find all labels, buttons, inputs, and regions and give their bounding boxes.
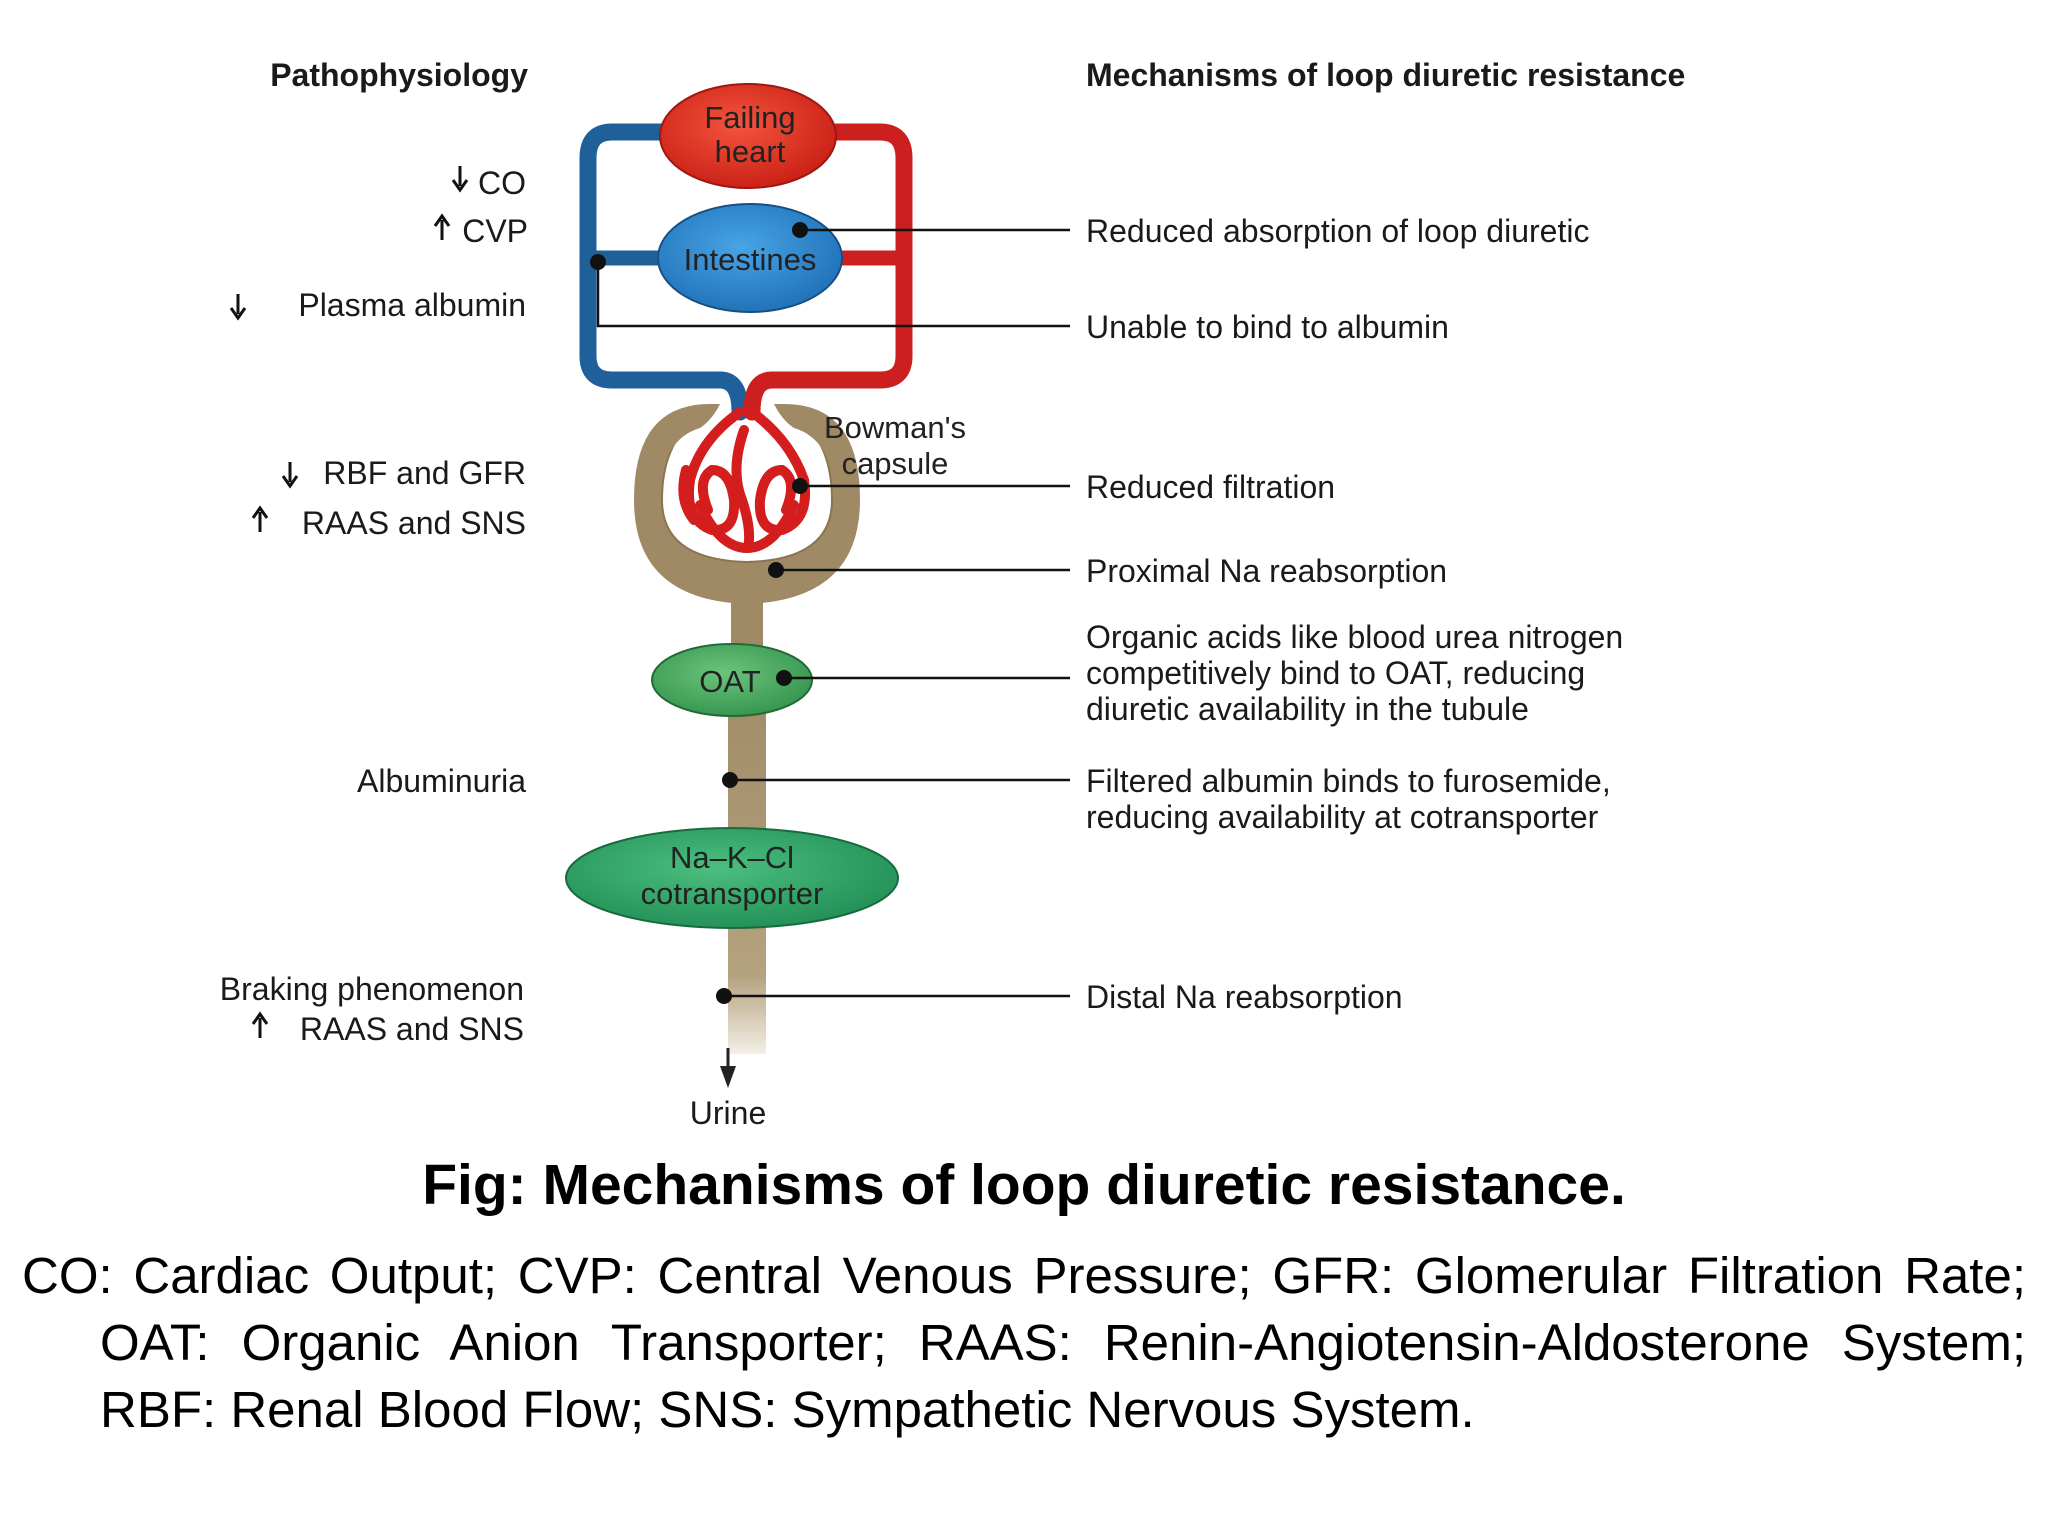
svg-text:CVP: CVP: [462, 213, 528, 249]
down-arrow-icon: [451, 166, 469, 193]
up-arrow-icon: [433, 213, 451, 240]
up-arrow-icon: [251, 1011, 269, 1038]
bowman-label-line1: Bowman's: [824, 410, 966, 445]
urine-label: Urine: [690, 1095, 766, 1131]
svg-text:Braking phenomenon: Braking phenomenon: [220, 971, 524, 1007]
urine-arrow: [720, 1048, 736, 1088]
loop-diuretic-diagram: Pathophysiology Mechanisms of loop diure…: [220, 57, 1686, 1131]
down-arrow-icon: [229, 294, 247, 321]
na-k-cl-cotransporter: Na–K–Cl cotransporter: [565, 827, 899, 929]
dot-distal: [716, 988, 732, 1004]
mechanism-oat-line2: competitively bind to OAT, reducing: [1086, 655, 1585, 691]
patho-item: RBF and GFR: [281, 455, 526, 491]
mechanism-absorption: Reduced absorption of loop diuretic: [1086, 213, 1589, 249]
mechanism-oat-line3: diuretic availability in the tubule: [1086, 691, 1529, 727]
leader-lines: [596, 228, 1070, 998]
leader-dots: [590, 222, 808, 1004]
intestines: Intestines: [657, 203, 843, 313]
heart-label-line2: heart: [715, 134, 786, 169]
dot-proximal: [768, 562, 784, 578]
dot-filtration: [792, 478, 808, 494]
nkcc-label-line2: cotransporter: [641, 876, 824, 911]
venous-outer-vessel: [579, 123, 749, 421]
svg-text:Plasma albumin: Plasma albumin: [298, 287, 526, 323]
mechanism-albuminuria-line1: Filtered albumin binds to furosemide,: [1086, 763, 1611, 799]
pathophysiology-header: Pathophysiology: [270, 57, 528, 93]
leader-albumin: [596, 262, 1070, 328]
heart-label-line1: Failing: [704, 100, 795, 135]
bowman-label-line2: capsule: [842, 446, 949, 481]
down-arrow-icon: [281, 462, 299, 489]
svg-text:RAAS and SNS: RAAS and SNS: [300, 1011, 524, 1047]
svg-text:Albuminuria: Albuminuria: [357, 763, 526, 799]
dot-albumin: [590, 254, 606, 270]
intestines-label: Intestines: [684, 242, 817, 277]
svg-text:CO: CO: [478, 165, 526, 201]
pathophysiology-labels: CO CVP Plasma albumin RBF and GFR RAAS a…: [220, 165, 528, 1047]
figure-caption-title: Fig: Mechanisms of loop diuretic resista…: [422, 1153, 1626, 1217]
patho-item: Plasma albumin: [229, 287, 526, 323]
mechanisms-header: Mechanisms of loop diuretic resistance: [1086, 57, 1685, 93]
patho-item: CO: [451, 165, 526, 201]
mechanism-oat-line1: Organic acids like blood urea nitrogen: [1086, 619, 1623, 655]
bowmans-capsule: [634, 404, 860, 668]
capsule-wall: [634, 404, 860, 604]
mechanism-albuminuria-line2: reducing availability at cotransporter: [1086, 799, 1599, 835]
mechanism-filtration: Reduced filtration: [1086, 469, 1335, 505]
arterial-outer-vessel: [743, 123, 913, 421]
dot-oat: [776, 670, 792, 686]
mechanism-albumin: Unable to bind to albumin: [1086, 309, 1449, 345]
oat-label: OAT: [699, 664, 760, 699]
oat-transporter: OAT: [651, 643, 813, 717]
patho-item: RAAS and SNS: [251, 1011, 524, 1047]
patho-item: Albuminuria: [357, 763, 526, 799]
up-arrow-icon: [251, 505, 269, 532]
mechanism-labels: Reduced absorption of loop diuretic Unab…: [1086, 213, 1623, 1015]
mechanism-distal: Distal Na reabsorption: [1086, 979, 1403, 1015]
patho-item: CVP: [433, 213, 528, 249]
dot-albuminuria: [722, 772, 738, 788]
mechanism-proximal: Proximal Na reabsorption: [1086, 553, 1447, 589]
svg-text:RAAS and SNS: RAAS and SNS: [302, 505, 526, 541]
dot-absorption: [792, 222, 808, 238]
nkcc-label-line1: Na–K–Cl: [670, 840, 794, 875]
glomerulus: [678, 407, 810, 554]
abbreviations-legend: CO: Cardiac Output; CVP: Central Venous …: [22, 1247, 2026, 1438]
patho-item: RAAS and SNS: [251, 505, 526, 541]
patho-item: Braking phenomenon: [220, 971, 524, 1007]
svg-text:RBF and GFR: RBF and GFR: [323, 455, 526, 491]
failing-heart: Failing heart: [659, 83, 837, 189]
